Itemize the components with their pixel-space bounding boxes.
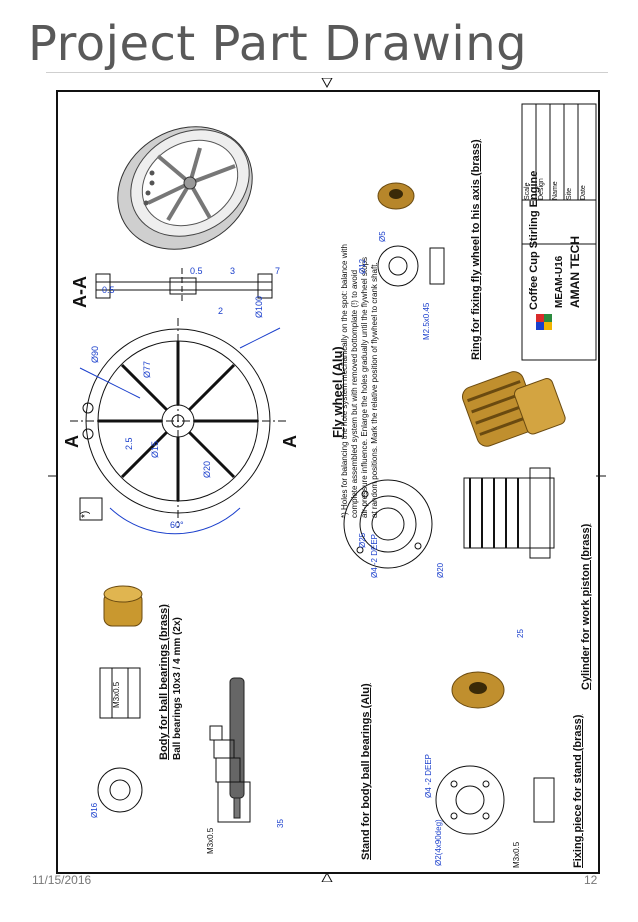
balance-note-line-3: air-pressure influence. Enlarge the hole… (360, 256, 369, 518)
cylinder-front-view (343, 479, 433, 569)
cylinder-3d-icon (461, 371, 566, 447)
title-divider (46, 72, 608, 73)
fixing-dim-thread: M3x0.5 (512, 841, 521, 868)
ring-dim-5: Ø5 (378, 231, 387, 242)
flywheel-dim-100: Ø100 (254, 296, 264, 318)
flywheel-dim-77: Ø77 (142, 361, 152, 378)
company-logo-icon (536, 314, 552, 330)
stand-caption: Stand for body ball bearings (Alu) (360, 683, 372, 860)
section-dim-c: 2 (218, 306, 223, 316)
cylinder-dim-25: Ø25 (358, 532, 367, 548)
ring-caption: Ring for fixing fly wheel to his axis (b… (470, 139, 482, 360)
balance-note-line-2: complete assembled system but with remov… (350, 269, 359, 518)
title-block-header-site: Site (566, 187, 573, 200)
bearings-subcaption: Ball bearings 10x3 / 4 mm (2x) (172, 617, 183, 760)
flywheel-front-view (70, 318, 286, 528)
bearings-caption: Body for ball bearings (brass) (158, 604, 170, 760)
flywheel-3d-icon (117, 126, 253, 250)
fixing-dim-holes: Ø2(4x90deg) (434, 819, 443, 866)
ring-dim-thread: M2.5x0.45 (422, 302, 431, 340)
drawing-sheet: 60° Ø90 Ø100 Ø77 Ø20 Ø15 2.5 0.5 0.5 2 3… (40, 78, 610, 882)
flywheel-section (95, 268, 273, 304)
drawing-graphics: 60° Ø90 Ø100 Ø77 Ø20 Ø15 2.5 0.5 0.5 2 3… (48, 78, 606, 882)
fixing-piece-front-view (435, 765, 555, 835)
section-dim-b: 0.5 (190, 266, 203, 276)
section-mark-right: A (280, 435, 300, 448)
balance-note-box (79, 497, 103, 521)
stand-dim-thread: M3x0.5 (206, 827, 215, 854)
cylinder-dim-length: 25 (516, 629, 525, 638)
title-block-code: MEAM-U16 (554, 255, 565, 308)
section-dim-e: 7 (275, 266, 280, 276)
section-label: A-A (70, 276, 90, 308)
section-dim-a: 0.5 (102, 285, 115, 295)
cylinder-dim-holes: Ø4 -2 DEEP (370, 533, 379, 578)
fixing-piece-3d-icon (451, 671, 505, 709)
title-block-header-scale: Scale (524, 182, 531, 200)
frame-bottom-marker (321, 871, 333, 882)
fixing-dim-deep: Ø4 -2 DEEP (424, 753, 433, 798)
flywheel-dim-25: 2.5 (124, 437, 134, 450)
drawing-frame (56, 90, 600, 874)
title-block-company: AMAN TECH (568, 236, 582, 308)
stand-dim-35: 35 (276, 819, 285, 828)
section-mark-left: A (62, 435, 82, 448)
flywheel-dim-90: Ø90 (90, 346, 100, 363)
balance-note-marker: *) (80, 511, 91, 518)
ring-front-view (377, 245, 445, 287)
balance-note-line-1: *) Holes for balancing the hole system m… (340, 244, 349, 518)
slide-date: 11/15/2016 (32, 873, 92, 887)
stand-3d-icon (229, 677, 245, 819)
flywheel-dim-20: Ø20 (202, 461, 212, 478)
title-block (521, 103, 597, 361)
balance-note-line-4: at random positions. Mark the relative p… (370, 262, 379, 518)
flywheel-dim-angle: 60° (170, 520, 184, 530)
slide-page-number: 12 (584, 873, 598, 887)
frame-top-marker (321, 78, 333, 89)
bearing-body-3d-icon (103, 585, 143, 627)
title-block-header-date: Date (580, 185, 587, 200)
bearing-body-views (97, 667, 143, 813)
ring-3d-icon (377, 182, 415, 210)
stand-section-view (209, 725, 251, 823)
section-dim-d: 3 (230, 266, 235, 276)
slide-title: Project Part Drawing (28, 16, 528, 72)
title-block-header-design: Design (538, 178, 545, 200)
title-block-header-name: Name (552, 181, 559, 200)
cylinder-dim-20: Ø20 (436, 562, 445, 578)
ring-dim-12: Ø12 (358, 258, 367, 274)
bearings-dim-16: Ø16 (90, 802, 99, 818)
fixing-caption: Fixing piece for stand (brass) (572, 714, 584, 868)
flywheel-dim-15: Ø15 (150, 441, 160, 458)
cylinder-section-view (463, 467, 555, 559)
bearings-dim-thread: M3x0.5 (112, 681, 121, 708)
cylinder-caption: Cylinder for work piston (brass) (580, 523, 592, 690)
